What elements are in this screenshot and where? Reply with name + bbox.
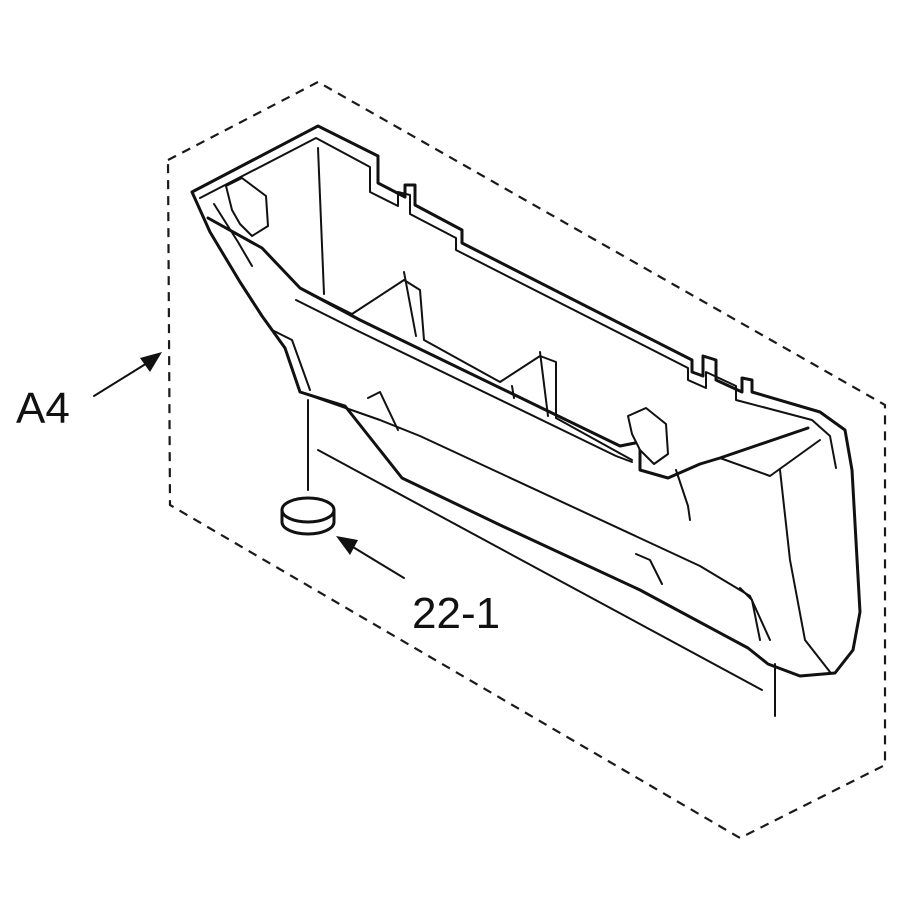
dimension-lines bbox=[307, 399, 776, 717]
partition-right bbox=[511, 351, 549, 417]
arrowhead-icon bbox=[140, 352, 162, 372]
tray-front-lower-edge bbox=[295, 299, 633, 463]
tray-floor-edge bbox=[299, 279, 633, 461]
clip-left bbox=[225, 177, 269, 237]
tray-part bbox=[190, 124, 862, 678]
arrowhead-icon bbox=[336, 536, 358, 555]
partition-left bbox=[317, 147, 417, 337]
label-a4: A4 bbox=[16, 384, 70, 433]
tray-inner-rim bbox=[199, 137, 837, 469]
label-22-1: 22-1 bbox=[412, 589, 500, 638]
tray-right-end bbox=[719, 439, 831, 673]
clip-right bbox=[627, 407, 669, 465]
leader-a4 bbox=[93, 352, 162, 397]
leader-22-1 bbox=[336, 536, 405, 579]
washer-part-22-1 bbox=[280, 496, 336, 536]
assembly-boundary bbox=[166, 80, 887, 840]
